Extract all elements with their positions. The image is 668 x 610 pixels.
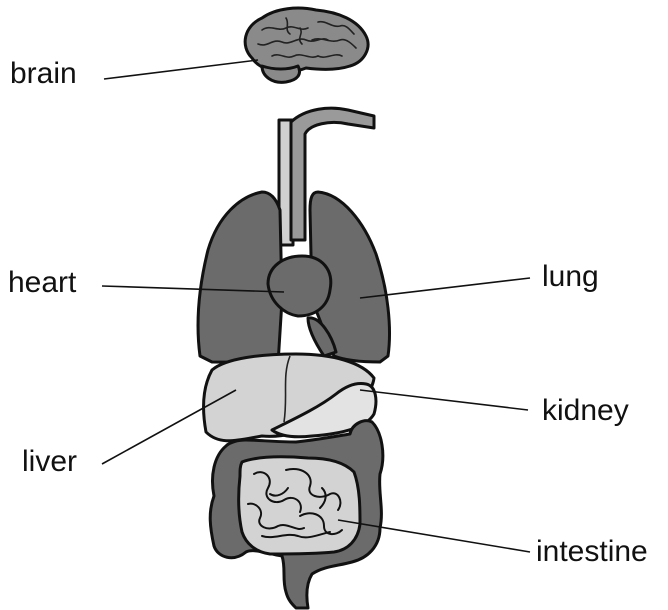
kidney-leader-line	[360, 390, 528, 410]
intestine-label: intestine	[536, 535, 648, 568]
brain-illustration	[245, 8, 368, 82]
brain-leader-line	[104, 60, 258, 79]
kidney-label: kidney	[542, 394, 629, 427]
intestine-illustration	[210, 421, 383, 608]
liver-label: liver	[22, 445, 77, 478]
lung-label: lung	[542, 260, 599, 293]
brain-label: brain	[10, 57, 77, 90]
heart-label: heart	[8, 266, 77, 299]
